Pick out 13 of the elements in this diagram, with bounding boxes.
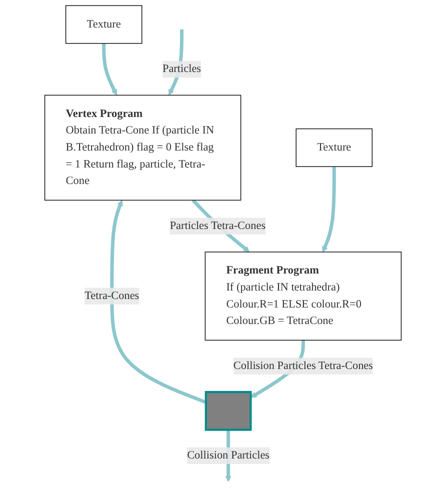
- edge-label: Collision Particles: [187, 449, 270, 462]
- edge-label: Tetra-Cones: [84, 290, 140, 302]
- edge-label: Collision Particles Tetra-Cones: [233, 360, 374, 372]
- arrow: [102, 43, 118, 96]
- node-picture: [204, 390, 252, 431]
- node-box: Vertex Program Obtain Tetra-Cone If (particle IN B.Tetrahedron) flag = 0 Else flag = 1 Return flag, particle, Tetra-Cone: [44, 94, 242, 201]
- arrow: [322, 166, 336, 252]
- node-box: Fragment Program If (particle IN tetrahedra) Colour.R=1 ELSE colour.R=0 Colour.GB = TetraCone: [204, 252, 402, 341]
- node-box: Texture: [65, 5, 142, 44]
- edge-label: Particles: [162, 63, 202, 75]
- edge-label: Particles Tetra-Cones: [170, 220, 266, 232]
- node-box: Texture: [296, 128, 373, 167]
- arrow: [110, 200, 207, 404]
